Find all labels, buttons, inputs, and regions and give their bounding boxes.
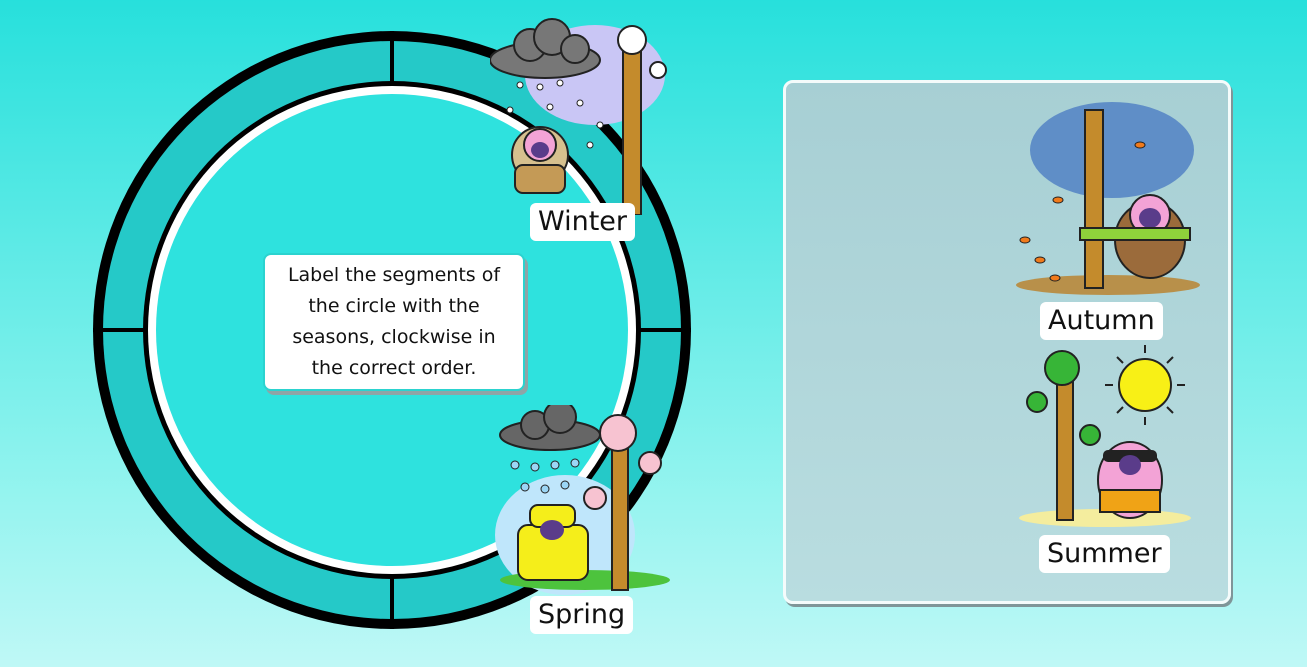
instruction-line: the correct order. [311, 357, 477, 379]
tree-icon [617, 25, 667, 216]
season-card-spring[interactable]: Spring [490, 400, 680, 637]
autumn-illustration [1016, 102, 1200, 295]
season-card-winter[interactable]: Winter [489, 15, 680, 245]
season-label-summer: Summer [1039, 535, 1170, 573]
tree-icon [583, 414, 662, 591]
instruction-box: Label the segments of the circle with th… [263, 253, 525, 391]
season-card-summer[interactable]: Summer [1015, 340, 1210, 575]
character-icon [517, 504, 589, 581]
instruction-line: Label the segments of [287, 264, 501, 286]
sun-icon [1105, 345, 1185, 425]
summer-illustration [1019, 345, 1191, 527]
winter-illustration [489, 18, 667, 216]
instruction-line: the circle with the [308, 295, 480, 317]
rain-cloud-icon [499, 400, 601, 451]
character-icon [1097, 441, 1163, 519]
character-icon [511, 126, 569, 194]
tree-icon [1084, 109, 1104, 289]
character-icon [1079, 194, 1191, 279]
season-label-winter: Winter [530, 203, 636, 241]
instruction-line: seasons, clockwise in [292, 326, 496, 348]
season-card-autumn[interactable]: Autumn [1010, 100, 1205, 342]
spring-illustration [495, 400, 670, 595]
season-label-autumn: Autumn [1040, 302, 1163, 340]
season-label-spring: Spring [530, 596, 634, 634]
snow-cloud-icon [489, 18, 601, 79]
tree-icon [1026, 350, 1101, 521]
